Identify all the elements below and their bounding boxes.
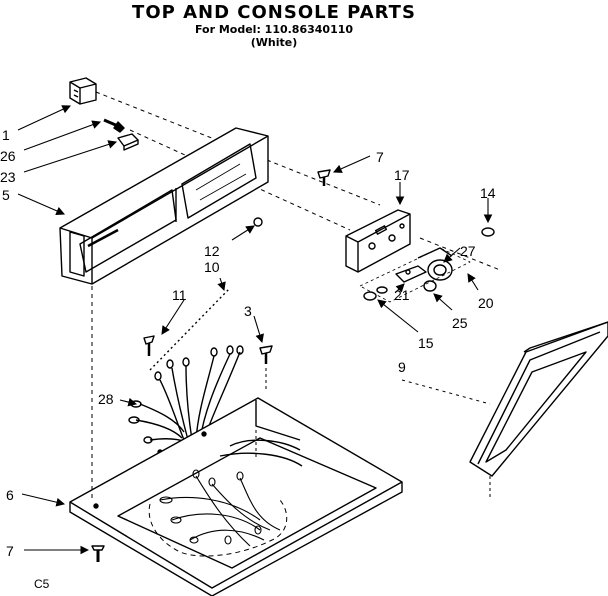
part-harness-10	[149, 287, 231, 371]
callout-26: 26	[0, 148, 16, 164]
callout-23: 23	[0, 169, 16, 185]
callout-3: 3	[244, 303, 252, 319]
callout-25: 25	[452, 315, 468, 331]
part-switch-21	[395, 265, 427, 283]
part-top-wiring	[148, 469, 288, 557]
part-screw-26	[103, 118, 125, 133]
part-nut-12	[253, 217, 263, 227]
callout-6: 6	[6, 487, 14, 503]
part-clip-23	[117, 133, 139, 151]
callout-10: 10	[204, 259, 220, 275]
callout-5: 5	[2, 187, 10, 203]
callout-9: 9	[398, 359, 406, 375]
part-console-5	[59, 127, 269, 285]
model-number: For Model: 110.86340110	[194, 23, 354, 36]
callout-7-top: 7	[376, 149, 384, 165]
part-knob-14	[481, 227, 495, 237]
callout-11: 11	[172, 287, 187, 303]
diagram-title: TOP AND CONSOLE PARTS	[132, 2, 416, 23]
callout-1: 1	[2, 127, 10, 143]
callout-12: 12	[204, 243, 220, 259]
part-screw-3	[259, 345, 273, 364]
callout-28: 28	[98, 391, 114, 407]
part-button-15	[363, 286, 388, 301]
callout-21: 21	[394, 287, 410, 303]
part-timer-27	[417, 247, 453, 281]
callout-14: 14	[480, 185, 496, 201]
callout-7-bottom: 7	[6, 543, 14, 559]
callout-15: 15	[418, 335, 434, 351]
callout-27: 27	[460, 243, 476, 259]
part-knob-25	[423, 280, 437, 292]
callout-20: 20	[478, 295, 494, 311]
part-screw-7-bottom	[91, 545, 105, 562]
part-screw-7-top	[317, 169, 331, 186]
part-door-9	[469, 321, 608, 477]
part-screw-11	[143, 335, 155, 356]
footer-code: C5	[34, 577, 50, 591]
part-control-panel-17	[345, 209, 411, 273]
color-variant: (White)	[250, 36, 298, 49]
part-bracket-1	[69, 77, 97, 105]
callout-17: 17	[394, 167, 410, 183]
part-top-panel-6	[69, 397, 403, 596]
